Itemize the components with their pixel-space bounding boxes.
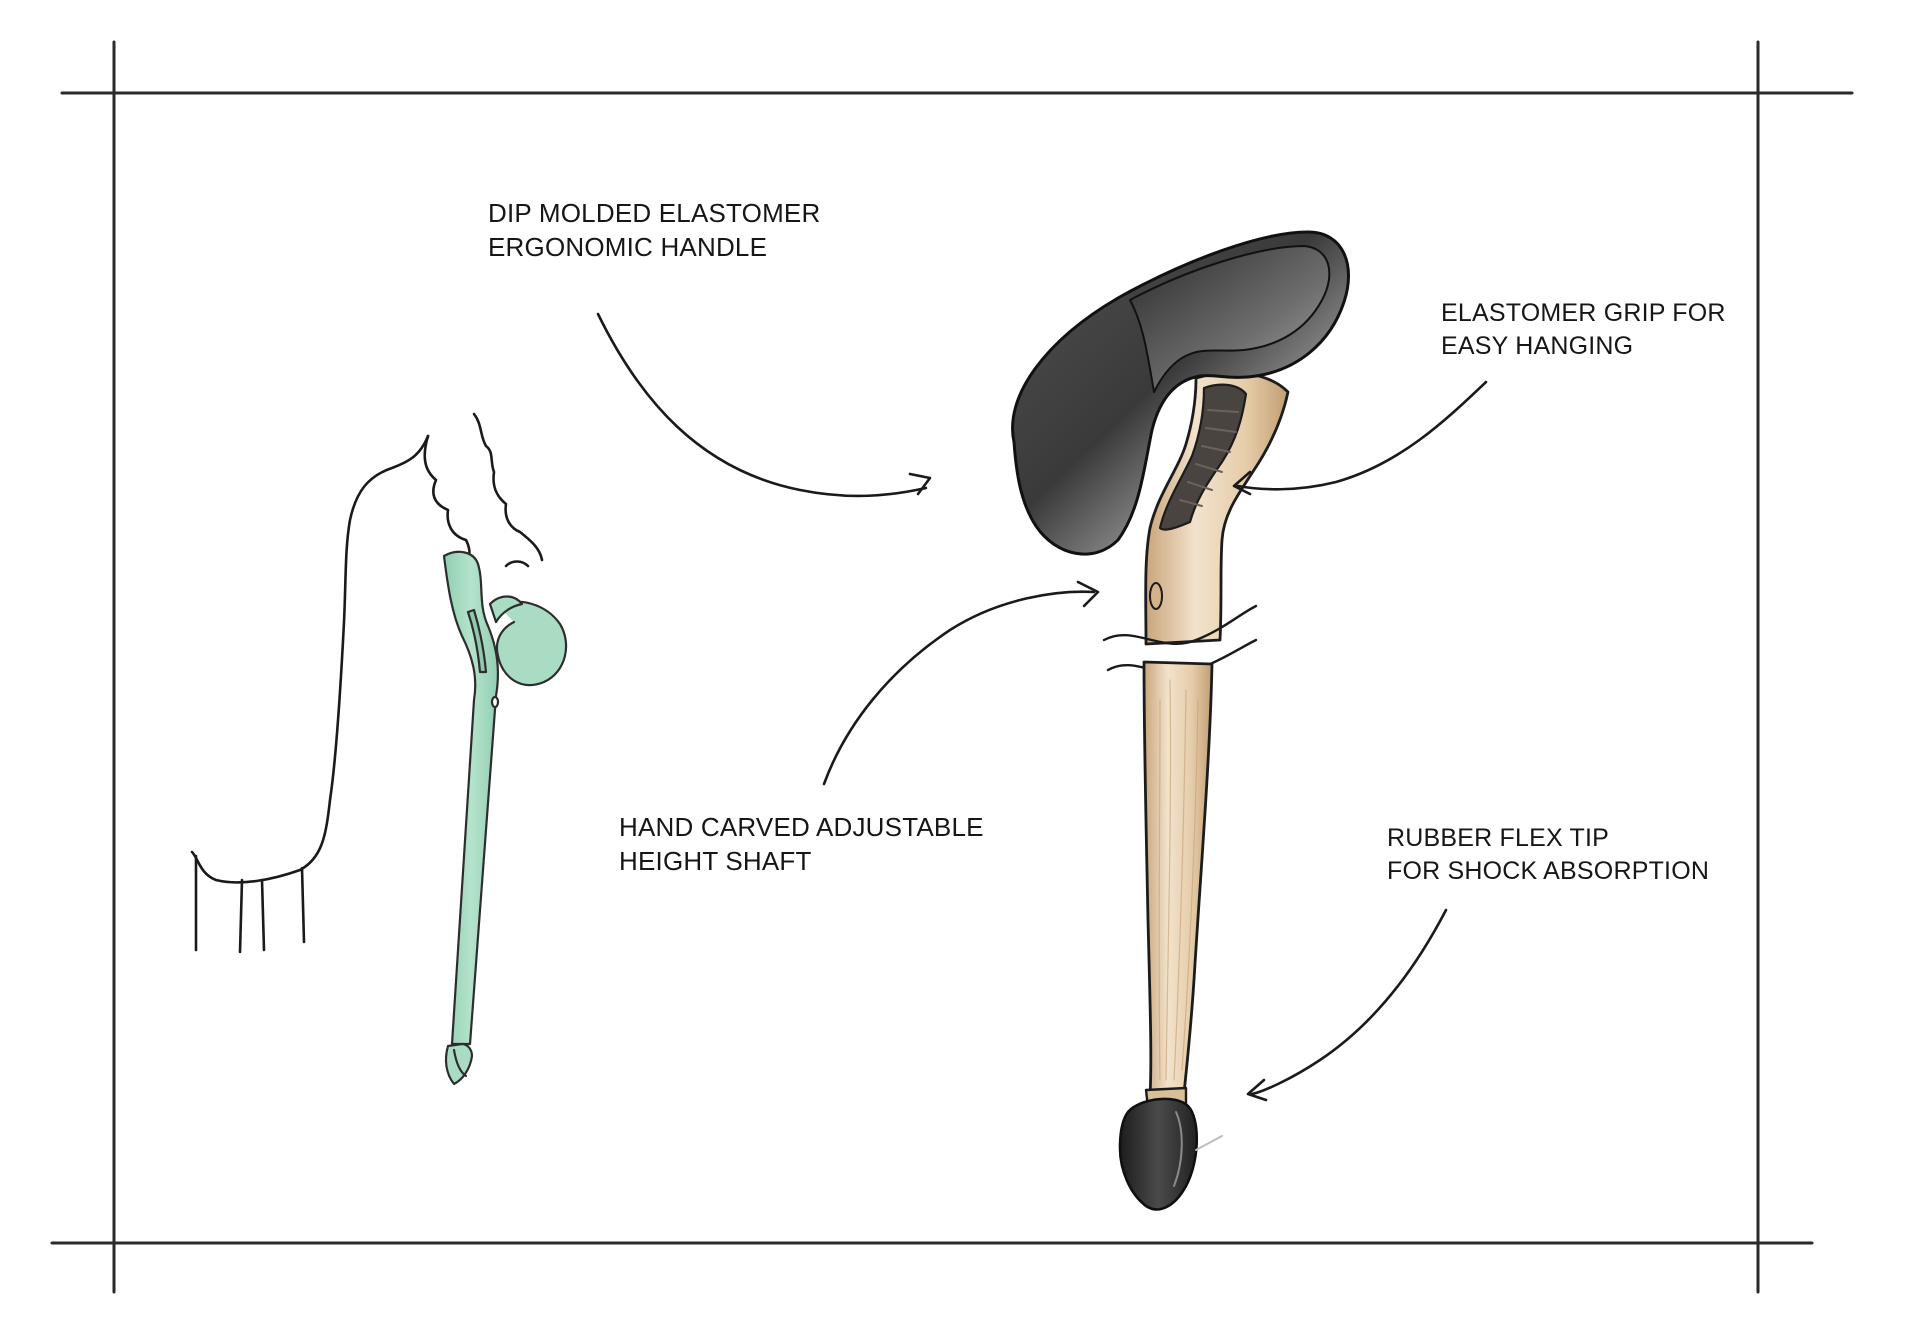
callout-grip-line-2: EASY HANGING [1441,332,1634,360]
cane-grip-ribs [1179,409,1239,507]
cane-shadow-line [1195,1135,1223,1151]
cane-upper-neck [1144,371,1290,646]
person-sleeve-line [423,434,471,568]
person-back-line [190,434,430,884]
small-cane-hook [488,595,524,624]
small-cane-hole [490,695,500,709]
tip-leader-line [1250,908,1448,1096]
callout-grip: ELASTOMER GRIP FOR EASY HANGING [1441,297,1726,363]
sketch-frame [50,40,1854,1294]
cane-lower-shaft [1142,660,1214,1098]
person-leg-line-3 [260,878,266,952]
handle-arrowhead [908,472,932,496]
person-outline [190,412,544,954]
callout-shaft: HAND CARVED ADJUSTABLE HEIGHT SHAFT [619,810,984,878]
callout-shaft-line-1: HAND CARVED ADJUSTABLE [619,812,984,842]
small-cane-neck [442,550,500,1046]
cane-neck-hole [1149,582,1163,610]
callout-tip-line-1: RUBBER FLEX TIP [1387,824,1610,852]
person-leg-line-4 [300,866,306,944]
tip-arrowhead [1246,1078,1268,1102]
handle-leader-line [596,312,928,498]
grip-leader-line [1236,380,1488,491]
small-cane-illustration [442,550,568,1086]
callout-handle-line-1: DIP MOLDED ELASTOMER [488,198,821,228]
person-wrist-line [504,560,530,568]
callout-tip: RUBBER FLEX TIP FOR SHOCK ABSORPTION [1387,822,1709,888]
large-cane-illustration [1011,230,1350,1211]
cane-handle-top [1129,245,1331,393]
cane-rubber-tip [1118,1097,1199,1211]
shaft-leader-line [822,590,1096,786]
person-leg-line-2 [238,878,244,954]
callout-shaft-line-2: HEIGHT SHAFT [619,846,812,876]
callout-handle-line-2: ERGONOMIC HANDLE [488,232,768,262]
small-cane-handle-loop [495,600,568,687]
leader-arrows [596,312,1488,1102]
cane-break-upper [1102,604,1258,646]
grip-arrowhead [1232,470,1252,496]
cane-rubber-tip-highlight [1173,1111,1183,1187]
small-cane-tip [444,1042,474,1086]
small-cane-tip-inner [452,1048,468,1078]
person-collar-line [472,412,544,562]
callout-tip-line-2: FOR SHOCK ABSORPTION [1387,857,1710,885]
shaft-arrowhead [1076,580,1100,608]
small-cane-grip-band [466,608,488,674]
cane-grip-recess [1158,383,1248,531]
callout-grip-line-1: ELASTOMER GRIP FOR [1441,299,1726,327]
cane-wood-grain [1158,679,1199,1081]
callout-handle: DIP MOLDED ELASTOMER ERGONOMIC HANDLE [488,196,820,264]
